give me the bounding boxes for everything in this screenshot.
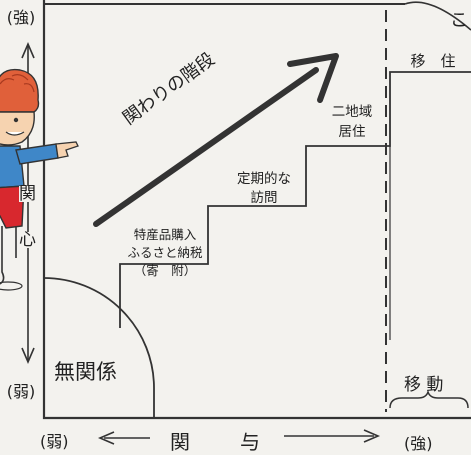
no-relation-arc — [43, 277, 155, 418]
person-pointing-icon — [0, 68, 79, 291]
horizontal-axis-weak-label: (弱) — [40, 432, 69, 451]
step-3-line-1: 二地域 — [331, 104, 373, 120]
step-1-label: 特産品購入 ふるさと納税 （寄 附） — [120, 226, 210, 280]
vertical-axis-arrow-up — [21, 41, 35, 59]
stairs-arrow-head — [287, 53, 339, 103]
step-1-line-2: ふるさと納税 — [127, 245, 203, 260]
step-2-line-2: 訪問 — [250, 190, 278, 206]
corner-text: こ — [450, 10, 468, 31]
diagram-frame — [42, 0, 471, 420]
staircase-line — [119, 71, 471, 328]
vertical-axis-label-char-1: 関 — [19, 184, 36, 204]
vertical-axis-arrow-down — [21, 347, 35, 365]
step-3-label: 二地域 居住 — [316, 102, 388, 142]
horizontal-axis-label-char-2: 与 — [240, 430, 260, 454]
step-2-line-1: 定期的な — [237, 171, 291, 187]
horizontal-axis-strong-label: (強) — [404, 434, 433, 453]
step-3-line-2: 居住 — [338, 124, 366, 140]
step-1-line-1: 特産品購入 — [133, 227, 197, 242]
step-2-label: 定期的な 訪問 — [222, 170, 306, 208]
step-1-line-3: （寄 附） — [133, 263, 197, 278]
no-relation-label: 無関係 — [54, 360, 117, 384]
movement-brace — [389, 389, 469, 409]
vertical-axis-weak-label: (弱) — [6, 382, 36, 401]
movement-label: 移 動 — [404, 375, 444, 395]
step-4-label: 移 住 — [410, 52, 456, 70]
horizontal-axis-arrow-left — [97, 431, 115, 445]
horizontal-axis-label-char-1: 関 — [170, 430, 190, 454]
corner-bubble — [404, 1, 471, 31]
vertical-axis-label-char-2: 心 — [19, 230, 36, 250]
horizontal-axis-arrow-right — [363, 429, 381, 443]
vertical-axis-strong-label: (強) — [6, 8, 36, 27]
stairs-arrow-shaft — [93, 67, 319, 227]
